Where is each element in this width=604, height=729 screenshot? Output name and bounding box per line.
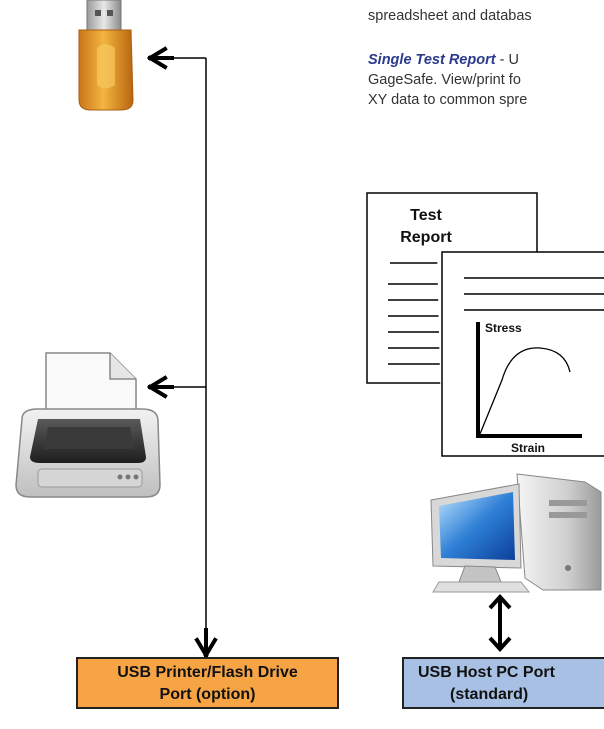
report-title-line1: Test	[410, 207, 442, 224]
usb-printer-flash-port-box: USB Printer/Flash Drive Port (option)	[76, 657, 339, 709]
printer-icon	[15, 352, 161, 498]
report-title-line2: Report	[400, 229, 452, 246]
test-report-graphic: Test Report Stress Strain	[366, 192, 604, 457]
usb-host-pc-port-box: USB Host PC Port (standard)	[402, 657, 604, 709]
computer-icon	[430, 473, 602, 593]
usb-flash-drive-icon	[78, 0, 134, 111]
usb-printer-port-label-line2: Port (option)	[159, 686, 256, 703]
double-arrow-icon	[488, 594, 512, 652]
intro-text-line: spreadsheet and databas	[368, 8, 532, 24]
flash-arrow-icon	[147, 46, 174, 70]
printer-arrow-icon	[147, 375, 174, 399]
report-page-front	[441, 251, 604, 457]
single-test-report-line3: XY data to common spre	[368, 92, 528, 108]
down-arrow-icon	[194, 628, 218, 658]
single-test-report-line2: GageSafe. View/print fo	[368, 72, 521, 88]
single-test-report-title: Single Test Report	[368, 52, 496, 68]
stress-label: Stress	[485, 321, 522, 335]
usb-host-port-label-line2: (standard)	[450, 686, 529, 703]
single-test-report-line: Single Test Report - U	[368, 52, 519, 68]
strain-label: Strain	[511, 441, 545, 455]
usb-host-port-label-line1: USB Host PC Port	[418, 664, 555, 681]
stress-strain-curve	[479, 347, 571, 435]
usb-printer-port-label-line1: USB Printer/Flash Drive	[117, 664, 298, 681]
